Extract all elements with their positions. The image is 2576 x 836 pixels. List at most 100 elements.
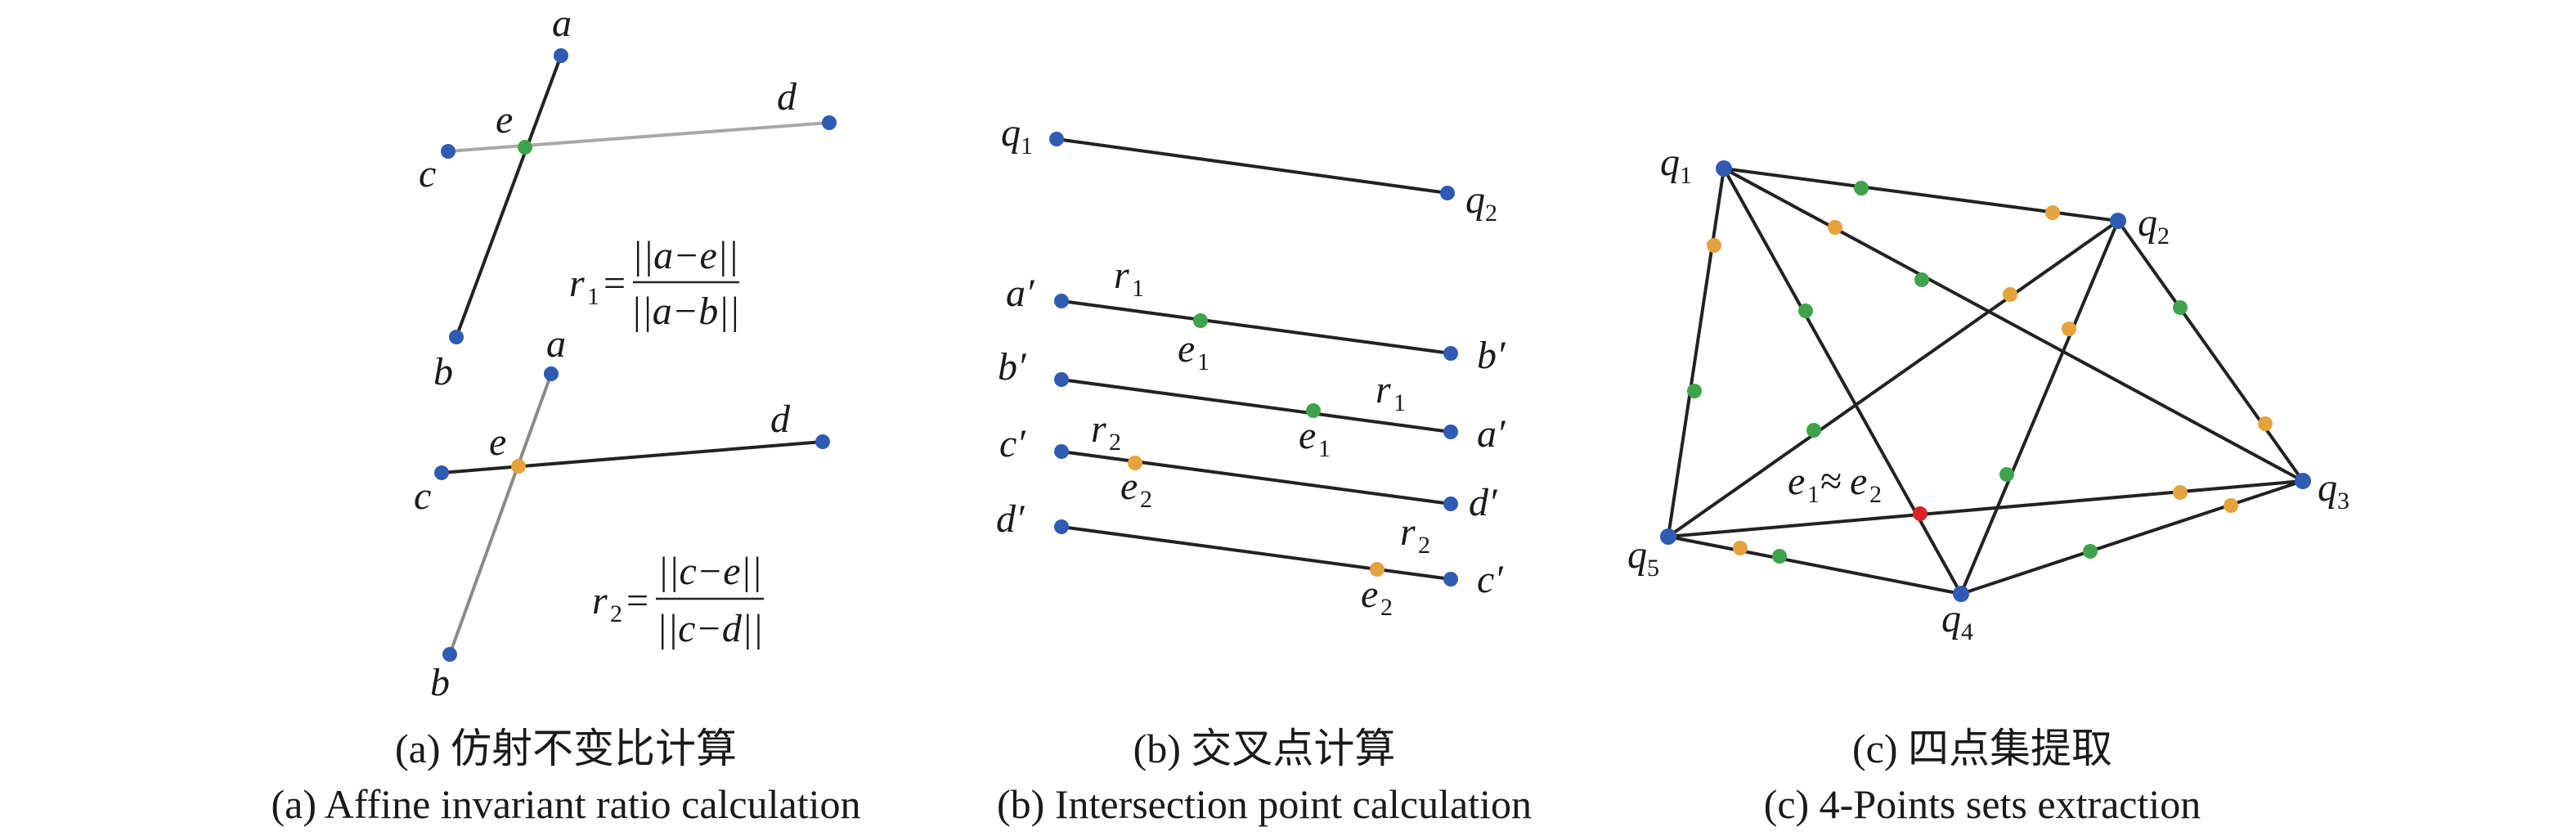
point-e2-row3 [1128, 456, 1142, 470]
panel-a-top-diagram: a b c d e [419, 2, 837, 393]
label-r2-row3: r [1091, 407, 1106, 451]
segment-d-prime-c-prime [1061, 525, 1452, 581]
label-e-bottom: e [489, 420, 506, 464]
edge-q4-q5 [1667, 535, 1962, 596]
label-q4-c-sub: 4 [1961, 618, 1973, 645]
edge-point-green-q1-q5 [1687, 384, 1702, 398]
point-e1-row1 [1193, 313, 1208, 328]
label-e2-row4-sub: 2 [1380, 594, 1393, 621]
point-e-top [518, 140, 532, 155]
point-b-prime-1 [1443, 346, 1458, 361]
label-r2-row4: r [1400, 510, 1416, 554]
label-q2-c-sub: 2 [2157, 222, 2170, 249]
label-d-top: d [777, 75, 797, 119]
caption-b-cn: (b) 交叉点计算 [1133, 726, 1396, 771]
formula-r2-denominator: ||c−d|| [657, 607, 763, 650]
label-approx-e1-sub: 1 [1807, 481, 1820, 508]
point-d-prime-2 [1054, 519, 1069, 534]
formula-r1: r 1 = ||a−e|| ||a−b|| [569, 234, 740, 333]
edge-point-green-q1-q3 [1914, 272, 1929, 287]
point-q1 [1049, 132, 1064, 146]
formula-r2-equals: = [626, 579, 648, 623]
edge-point-orange-q1-q3 [1828, 220, 1842, 235]
label-b-bottom: b [430, 661, 450, 704]
label-a-prime-row2: a′ [1477, 412, 1506, 456]
label-r1-row1-sub: 1 [1132, 275, 1144, 302]
formula-r1-equals: = [604, 262, 626, 305]
segment-c-d-bottom [441, 440, 824, 474]
edge-q3-q5 [1667, 479, 2304, 538]
point-a-prime-1 [1054, 294, 1069, 308]
edge-point-orange-q2-q3 [2258, 416, 2273, 431]
label-q4-c: q [1941, 597, 1961, 640]
label-q3-c-sub: 3 [2337, 488, 2349, 515]
point-c-prime-2 [1443, 572, 1458, 587]
point-c-bottom [434, 465, 449, 480]
caption-c-cn: (c) 四点集提取 [1852, 726, 2112, 771]
point-b-prime-2 [1054, 372, 1069, 387]
edge-q2-q3 [2116, 219, 2304, 483]
label-c-prime-row3: c′ [999, 422, 1026, 465]
label-c-bottom: c [414, 474, 431, 518]
label-q2-c: q [2138, 201, 2157, 245]
edge-point-orange-q2-q5 [2003, 287, 2017, 302]
point-a-bottom [544, 366, 559, 381]
point-b-top [449, 330, 464, 344]
point-d-prime-1 [1443, 497, 1458, 511]
caption-b-en: (b) Intersection point calculation [997, 781, 1532, 827]
intersection-point-red [1913, 506, 1928, 521]
edge-point-orange-q3-q4 [2224, 498, 2238, 513]
segment-a-b-top [455, 55, 563, 338]
edge-q1-q5 [1667, 168, 1726, 537]
vertex-q1 [1716, 160, 1732, 177]
edge-q1-q4 [1722, 168, 1963, 595]
point-c-prime-1 [1054, 444, 1069, 459]
edge-point-orange-q3-q5 [2173, 485, 2188, 500]
edge-point-green-q2-q3 [2173, 300, 2188, 315]
point-e1-row2 [1306, 403, 1321, 418]
formula-r2-lhs-sub: 2 [610, 600, 622, 627]
caption-a-cn: (a) 仿射不变比计算 [395, 726, 737, 771]
label-b-prime-row2: b′ [998, 345, 1027, 389]
label-e2-row3: e [1120, 465, 1138, 508]
edge-point-orange-q1-q5 [1707, 238, 1721, 253]
label-a-prime-row1: a′ [1006, 272, 1035, 315]
point-c-top [441, 144, 456, 159]
label-q5-c: q [1627, 533, 1647, 577]
segment-a-prime-b-prime [1061, 299, 1452, 355]
point-d-bottom [815, 434, 830, 449]
label-q5-c-sub: 5 [1647, 555, 1659, 582]
label-q1-c-sub: 1 [1680, 162, 1692, 189]
formula-r1-numerator: ||a−e|| [632, 234, 738, 277]
formula-r1-denominator: ||a−b|| [631, 290, 739, 333]
label-e1-row2: e [1299, 414, 1316, 457]
point-a-top [554, 48, 568, 63]
segment-a-b-bottom [448, 373, 553, 655]
segment-c-prime-d-prime [1061, 450, 1452, 506]
edge-point-orange-q2-q4 [2062, 321, 2076, 336]
edge-q3-q4 [1960, 479, 2304, 596]
formula-r1-lhs-sub: 1 [587, 283, 599, 310]
label-r2-row4-sub: 2 [1418, 532, 1430, 559]
label-d-prime-row3: d′ [1469, 481, 1498, 524]
label-b-top: b [433, 350, 453, 393]
label-approx-symbol: ≈ [1820, 460, 1842, 503]
formula-r2: r 2 = ||c−e|| ||c−d|| [592, 550, 764, 650]
edge-q2-q4 [1959, 220, 2120, 595]
label-e1-row1: e [1178, 327, 1195, 371]
label-q1-c: q [1660, 141, 1680, 184]
caption-a-en: (a) Affine invariant ratio calculation [272, 781, 861, 827]
label-e-top: e [496, 98, 513, 142]
label-d-bottom: d [770, 398, 791, 441]
edge-point-green-q3-q4 [2083, 544, 2098, 559]
panel-c: q 1 q 2 q 3 q 4 q 5 e 1 ≈ e 2 (c) 四点集提取 … [1627, 141, 2349, 827]
label-q1-b: q [1001, 111, 1021, 155]
label-e1-row2-sub: 1 [1318, 435, 1331, 462]
label-r1-row2: r [1376, 368, 1391, 411]
label-q2-b: q [1465, 178, 1485, 222]
point-e-bottom [511, 459, 526, 474]
point-a-prime-2 [1443, 425, 1458, 439]
formula-r2-lhs: r [592, 579, 608, 623]
panel-b: q 1 q 2 a′ b′ r 1 e 1 b′ a′ r 1 e 1 c′ d… [996, 111, 1532, 827]
